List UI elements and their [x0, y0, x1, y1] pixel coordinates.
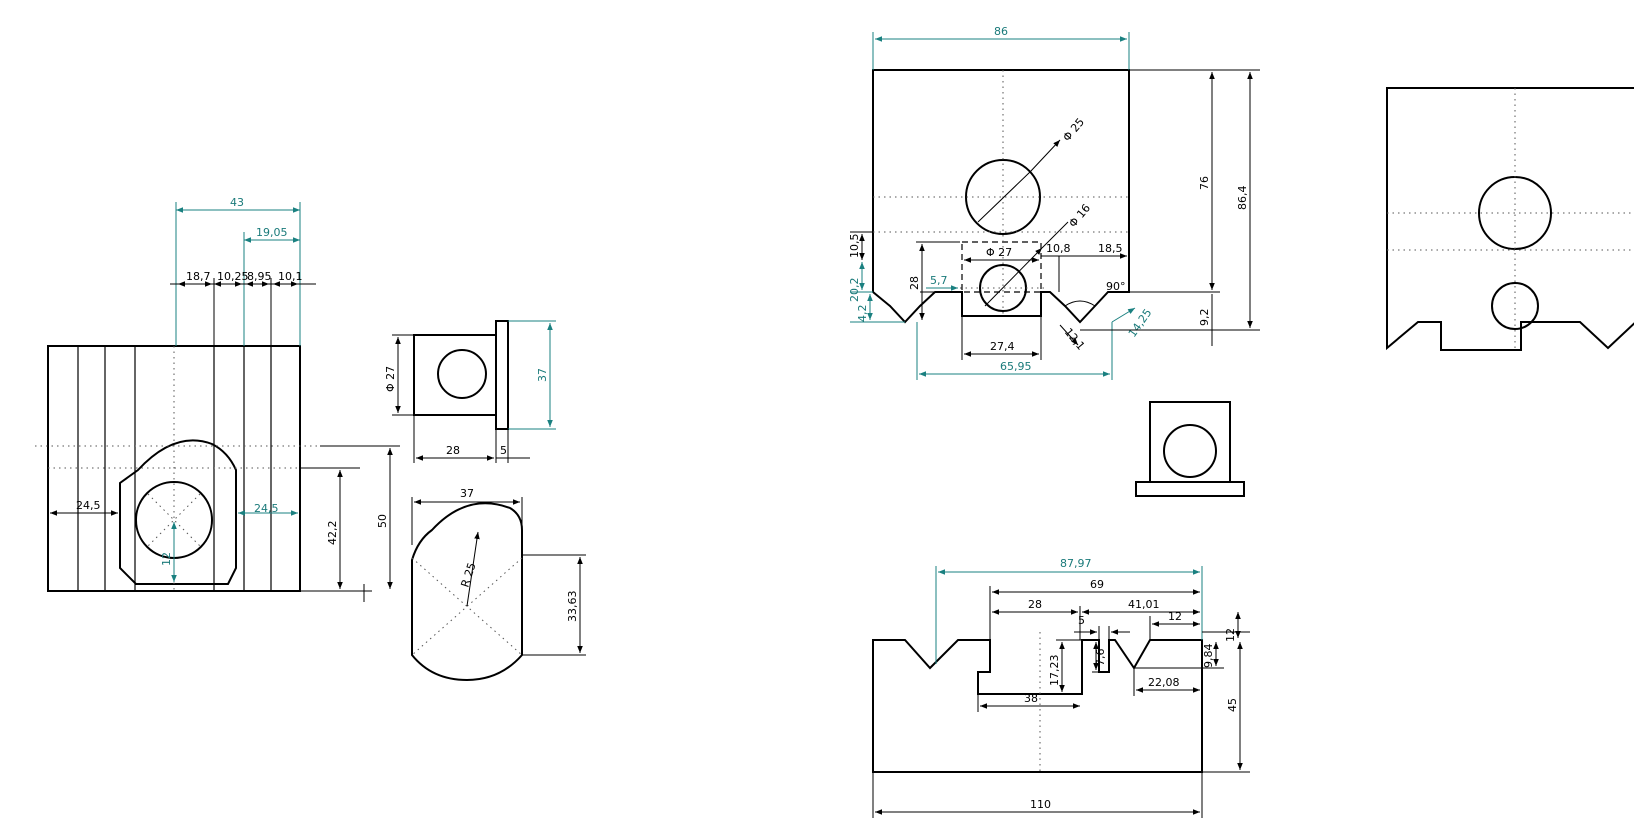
front-left-view: 43 19,05 18,7 10,25 8,95 10,1 24,5 24,5 … [35, 196, 400, 602]
dim-5-7: 5,7 [930, 274, 948, 287]
dim-38: 38 [1024, 692, 1038, 705]
dim-10-1: 10,1 [278, 270, 303, 283]
dim-41-01: 41,01 [1128, 598, 1160, 611]
dim-12: 12 [160, 552, 173, 566]
dim-10-5: 10,5 [848, 234, 861, 259]
dim-22-08: 22,08 [1148, 676, 1180, 689]
dim-24-5-right: 24,5 [254, 502, 279, 515]
dim-5-side: 5 [500, 444, 507, 457]
dim-18-5: 18,5 [1098, 242, 1123, 255]
dim-27-4: 27,4 [990, 340, 1015, 353]
dim-r-25: R 25 [458, 561, 478, 589]
dim-37-profile: 37 [460, 487, 474, 500]
front-left-dimensions: 43 19,05 18,7 10,25 8,95 10,1 24,5 24,5 … [50, 196, 400, 602]
dim-43: 43 [230, 196, 244, 209]
dim-33-63: 33,63 [566, 591, 579, 623]
dim-5-bottom: 5 [1078, 614, 1085, 627]
dim-37-side: 37 [536, 368, 549, 382]
dim-42-2: 42,2 [326, 521, 339, 546]
dim-24-5-left: 24,5 [76, 499, 101, 512]
dim-86-4: 86,4 [1236, 186, 1249, 211]
dim-phi-27-top: Φ 27 [986, 246, 1012, 259]
dim-4-2: 4,2 [856, 305, 869, 323]
small-middle-view [1135, 401, 1245, 497]
dim-7-6: 7,6 [1094, 649, 1107, 667]
side-small-view: Φ 27 37 28 5 [384, 320, 556, 463]
dim-18-7: 18,7 [186, 270, 211, 283]
dim-12-top-bottom: 12 [1168, 610, 1182, 623]
dim-9-84: 9,84 [1202, 644, 1215, 669]
dim-50: 50 [376, 514, 389, 528]
front-left-outline [35, 345, 330, 592]
dim-76: 76 [1198, 176, 1211, 190]
dim-90-deg: 90° [1106, 280, 1126, 293]
dim-10-8: 10,8 [1046, 242, 1071, 255]
dim-86: 86 [994, 25, 1008, 38]
profile-view: 37 R 25 33,63 [411, 487, 586, 682]
dim-69: 69 [1090, 578, 1104, 591]
dim-phi-27-side: Φ 27 [384, 366, 397, 392]
dim-28-top: 28 [908, 276, 921, 290]
dim-9-2: 9,2 [1198, 309, 1211, 327]
dim-10-25: 10,25 [217, 270, 249, 283]
dim-phi-25: Φ 25 [1060, 116, 1087, 144]
far-right-view [1386, 87, 1634, 351]
dim-20-2: 20,2 [848, 278, 861, 303]
dim-45: 45 [1226, 698, 1239, 712]
top-right-view: 86 Φ 25 Φ 16 Φ 27 10,8 18,5 10,5 20,2 4,… [848, 25, 1260, 380]
dim-87-97: 87,97 [1060, 557, 1092, 570]
dim-65-95: 65,95 [1000, 360, 1032, 373]
dim-phi-16: Φ 16 [1066, 202, 1093, 230]
dim-8-95: 8,95 [247, 270, 272, 283]
dim-19-05: 19,05 [256, 226, 288, 239]
dim-12-side-bottom: 12 [1224, 628, 1237, 642]
dim-17-23: 17,23 [1048, 655, 1061, 687]
dim-110: 110 [1030, 798, 1051, 811]
dim-28-bottom: 28 [1028, 598, 1042, 611]
dim-28-side: 28 [446, 444, 460, 457]
bottom-view: 87,97 69 28 41,01 12 5 17,23 7,6 9,84 12… [872, 557, 1250, 818]
